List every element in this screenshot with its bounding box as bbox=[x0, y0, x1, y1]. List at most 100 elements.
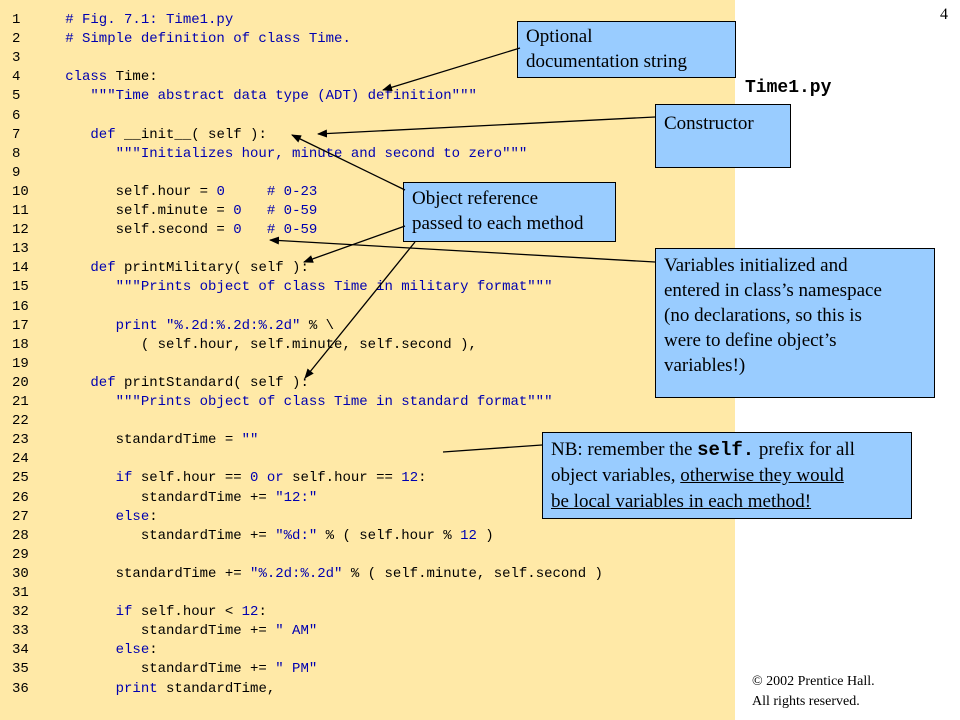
code-segment: else bbox=[40, 508, 150, 525]
callout-nb-underlined-2: be local variables in each method! bbox=[551, 491, 812, 512]
code-text: standardTime += "%.2d:%.2d" % ( self.min… bbox=[40, 565, 603, 584]
code-segment: """Time abstract data type (ADT) definit… bbox=[40, 88, 477, 105]
code-segment: "" bbox=[241, 432, 259, 449]
code-segment: # Fig. 7.1: Time1.py bbox=[40, 12, 234, 28]
callout-nb-underlined-1: otherwise they would bbox=[680, 465, 844, 486]
line-number: 12 bbox=[12, 222, 29, 239]
callout-constructor: Constructor bbox=[655, 104, 791, 168]
code-segment: def bbox=[40, 374, 116, 391]
code-text: """Initializes hour, minute and second t… bbox=[40, 145, 528, 164]
code-segment: : bbox=[149, 508, 158, 525]
code-text: standardTime += "12:" bbox=[40, 489, 317, 508]
code-text: print "%.2d:%.2d:%.2d" % \ bbox=[40, 317, 334, 336]
code-segment: """Initializes hour, minute and second t… bbox=[40, 145, 528, 162]
code-segment: def bbox=[40, 126, 116, 143]
code-segment: """Prints object of class Time in milita… bbox=[40, 279, 553, 296]
line-number: 14 bbox=[12, 260, 29, 277]
code-text: """Prints object of class Time in milita… bbox=[40, 278, 553, 297]
code-segment: __init__( self ): bbox=[115, 126, 267, 143]
code-segment: self.minute = bbox=[40, 203, 234, 219]
line-number: 32 bbox=[12, 604, 29, 621]
code-segment: : bbox=[149, 642, 158, 659]
line-number: 20 bbox=[12, 374, 29, 391]
callout-nb-mid: prefix for all object variables, bbox=[551, 439, 855, 486]
line-number: 27 bbox=[12, 508, 29, 525]
line-number: 11 bbox=[12, 203, 29, 219]
code-segment: "12:" bbox=[275, 489, 318, 506]
callout-object-reference: Object reference passed to each method bbox=[403, 182, 616, 242]
code-text: print standardTime, bbox=[40, 680, 276, 699]
code-segment: class bbox=[40, 69, 108, 86]
line-number: 19 bbox=[12, 355, 29, 372]
copyright-line1: © 2002 Prentice Hall. bbox=[752, 674, 875, 689]
callout-constructor-text: Constructor bbox=[664, 113, 754, 134]
code-segment: "%.2d:%.2d" bbox=[250, 565, 343, 582]
code-segment: standardTime, bbox=[157, 680, 276, 697]
code-segment: standardTime += bbox=[40, 527, 276, 544]
code-segment: % \ bbox=[300, 317, 335, 334]
code-text: standardTime += "%d:" % ( self.hour % 12… bbox=[40, 527, 494, 546]
code-segment bbox=[225, 184, 267, 200]
code-segment: 12 bbox=[241, 604, 259, 621]
line-number: 21 bbox=[12, 394, 29, 410]
code-segment: % ( self.hour % bbox=[317, 527, 461, 544]
code-segment bbox=[242, 203, 267, 219]
code-segment: printMilitary( self ): bbox=[115, 260, 309, 277]
code-text: standardTime += " PM" bbox=[40, 660, 317, 679]
line-number: 24 bbox=[12, 451, 29, 468]
code-text: """Time abstract data type (ADT) definit… bbox=[40, 87, 477, 106]
callout-docstring-line1: Optional bbox=[526, 26, 593, 47]
code-segment bbox=[242, 222, 267, 238]
code-text: standardTime = "" bbox=[40, 431, 259, 450]
page-number: 4 bbox=[940, 6, 948, 23]
line-number: 28 bbox=[12, 527, 29, 544]
copyright: © 2002 Prentice Hall. All rights reserve… bbox=[752, 672, 875, 712]
line-number: 15 bbox=[12, 279, 29, 296]
code-segment: " AM" bbox=[275, 623, 318, 640]
code-text: # Fig. 7.1: Time1.py bbox=[40, 11, 233, 30]
code-segment: else bbox=[40, 642, 150, 659]
code-segment: 0 bbox=[233, 222, 242, 239]
line-number: 31 bbox=[12, 585, 29, 601]
code-segment: 12 bbox=[401, 470, 419, 487]
line-number: 8 bbox=[12, 145, 21, 162]
code-text: if self.hour == 0 or self.hour == 12: bbox=[40, 469, 427, 488]
line-number: 5 bbox=[12, 88, 21, 105]
code-text: ( self.hour, self.minute, self.second ), bbox=[40, 336, 477, 355]
callout-variables-line5: variables!) bbox=[664, 355, 746, 376]
code-segment: 0 bbox=[233, 203, 242, 219]
code-segment: printStandard( self ): bbox=[115, 374, 309, 391]
code-segment: self.hour = bbox=[40, 183, 217, 200]
code-segment: print bbox=[40, 317, 158, 334]
code-text: # Simple definition of class Time. bbox=[40, 30, 351, 49]
line-number: 26 bbox=[12, 489, 29, 506]
callout-nb-pre: NB: remember the bbox=[551, 439, 698, 460]
callout-docstring: Optional documentation string bbox=[517, 21, 736, 78]
code-text: if self.hour < 12: bbox=[40, 603, 267, 622]
line-number: 35 bbox=[12, 661, 29, 678]
code-segment: 0 bbox=[250, 470, 259, 487]
callout-variables-line1: Variables initialized and bbox=[664, 255, 848, 276]
code-segment: standardTime += bbox=[40, 565, 251, 582]
code-segment: 0 bbox=[216, 183, 225, 200]
code-text: standardTime += " AM" bbox=[40, 622, 317, 641]
line-number: 2 bbox=[12, 31, 21, 48]
callout-object-reference-line1: Object reference bbox=[412, 188, 539, 209]
line-number: 22 bbox=[12, 413, 29, 430]
callout-self-prefix-note: NB: remember the self. prefix for all ob… bbox=[542, 432, 912, 519]
line-number: 9 bbox=[12, 164, 21, 181]
code-text: self.second = 0 # 0-59 bbox=[40, 221, 318, 240]
code-text: def printMilitary( self ): bbox=[40, 259, 309, 278]
code-segment: ( self.hour, self.minute, self.second ), bbox=[40, 336, 477, 353]
code-segment: 12 bbox=[460, 527, 477, 544]
code-segment: self.hour == bbox=[283, 470, 402, 487]
line-number: 16 bbox=[12, 298, 29, 315]
code-text: self.minute = 0 # 0-59 bbox=[40, 202, 318, 221]
code-segment: standardTime = bbox=[40, 432, 242, 449]
code-segment: def bbox=[40, 260, 116, 277]
code-segment: self.hour == bbox=[132, 470, 251, 487]
line-number: 10 bbox=[12, 183, 29, 200]
line-number: 30 bbox=[12, 565, 29, 582]
code-segment: # 0-59 bbox=[266, 222, 318, 239]
